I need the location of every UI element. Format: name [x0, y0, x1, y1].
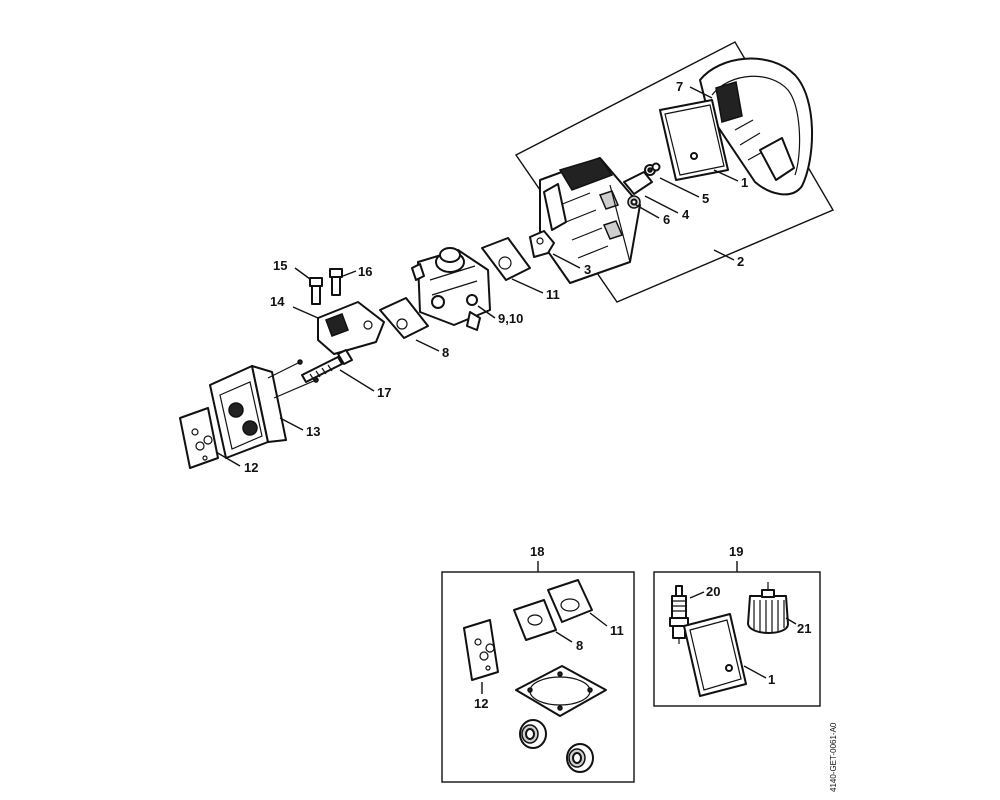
callout-14: 14 [270, 294, 285, 309]
callout-5: 5 [702, 191, 709, 206]
callout-19: 19 [729, 544, 743, 559]
kit19-air-filter [683, 613, 747, 697]
kit18-oil-seal-2 [566, 743, 594, 773]
callout-6: 6 [663, 212, 670, 227]
kit18-gasket-11 [547, 579, 593, 623]
screw-15 [309, 277, 323, 305]
callout-7: 7 [676, 79, 683, 94]
kit18-gasket-8 [513, 599, 557, 641]
callout-2: 2 [737, 254, 744, 269]
screw-17 [301, 349, 353, 383]
kit19-callout-21: 21 [797, 621, 811, 636]
washer [651, 162, 661, 172]
callout-18: 18 [530, 544, 544, 559]
callout-15: 15 [273, 258, 287, 273]
callout-13: 13 [306, 424, 320, 439]
kit18-callout-11: 11 [610, 623, 624, 638]
callout-17: 17 [377, 385, 391, 400]
callout-3: 3 [584, 262, 591, 277]
callout-4: 4 [682, 207, 690, 222]
kit18-callout-8: 8 [576, 638, 583, 653]
air-filter-cover [699, 57, 813, 196]
fuel-filter [747, 582, 789, 634]
gasket-12 [179, 407, 219, 469]
gasket-8 [379, 297, 429, 339]
air-filter [659, 99, 729, 181]
callout-9-10: 9,10 [498, 311, 523, 326]
callout-8: 8 [442, 345, 449, 360]
callout-16: 16 [358, 264, 372, 279]
carburetor [411, 247, 491, 331]
callout-1: 1 [741, 175, 748, 190]
callout-12: 12 [244, 460, 258, 475]
kit18-gasket-12 [463, 619, 499, 681]
filter-base [539, 157, 641, 284]
flange-13 [209, 359, 319, 459]
choke-shaft [623, 164, 656, 195]
kit18-cylinder-gasket [515, 665, 607, 717]
upper-leaders [215, 86, 739, 467]
spark-plug [669, 585, 689, 644]
reference-code: 4140-GET-0061-A0 [829, 722, 838, 792]
kit18-oil-seal-1 [519, 719, 547, 749]
callout-11: 11 [546, 287, 560, 302]
kit19-callout-1: 1 [768, 672, 775, 687]
kit18-callout-12: 12 [474, 696, 488, 711]
adapter-14 [317, 301, 385, 355]
choke-lever [529, 230, 555, 258]
kit19-callout-20: 20 [706, 584, 720, 599]
gasket-11 [481, 237, 531, 281]
screw-16 [329, 268, 343, 296]
